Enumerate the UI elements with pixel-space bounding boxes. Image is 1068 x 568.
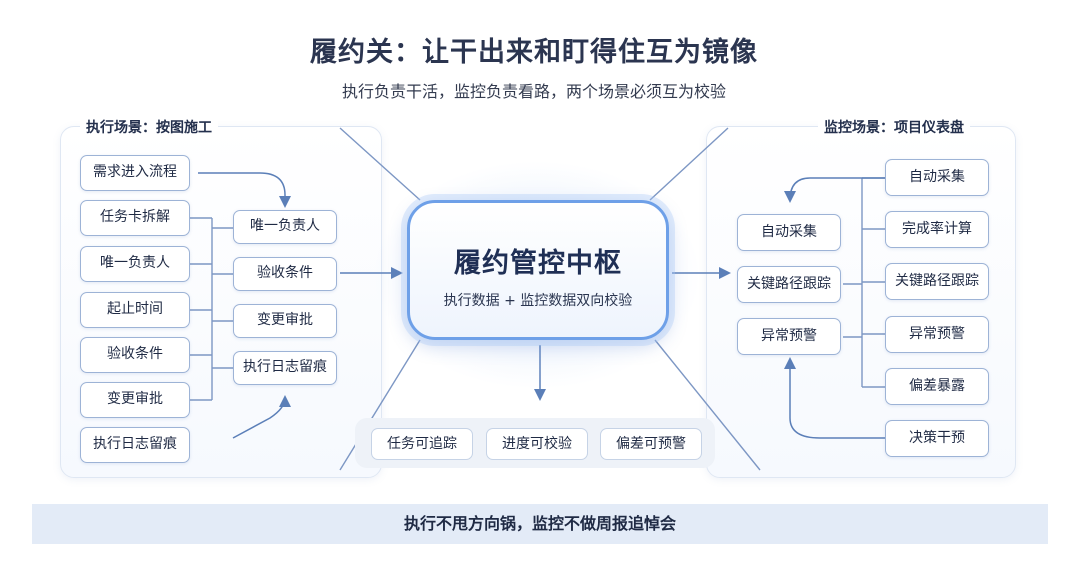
monitor-outer-collect: 自动采集: [885, 159, 989, 196]
exec-sub-acceptance: 验收条件: [233, 257, 337, 291]
exec-item-log: 执行日志留痕: [80, 427, 190, 463]
monitor-outer-critical-path: 关键路径跟踪: [885, 263, 989, 300]
hub-title: 履约管控中枢: [454, 248, 622, 279]
exec-item-intake: 需求进入流程: [80, 155, 190, 191]
outcome-verifiable: 进度可校验: [486, 428, 588, 460]
monitor-outer-completion: 完成率计算: [885, 211, 989, 248]
monitor-outer-alert: 异常预警: [885, 316, 989, 353]
control-hub: 履约管控中枢 执行数据 + 监控数据双向校验: [407, 200, 669, 340]
exec-item-owner: 唯一负责人: [80, 246, 190, 282]
exec-sub-log: 执行日志留痕: [233, 351, 337, 385]
exec-item-schedule: 起止时间: [80, 292, 190, 328]
exec-item-task-breakdown: 任务卡拆解: [80, 200, 190, 236]
exec-sub-owner: 唯一负责人: [233, 210, 337, 244]
monitor-outer-deviation: 偏差暴露: [885, 368, 989, 405]
exec-item-change-approval: 变更审批: [80, 382, 190, 418]
monitor-outer-decision: 决策干预: [885, 420, 989, 457]
page-subtitle: 执行负责干活，监控负责看路，两个场景必须互为校验: [341, 82, 726, 101]
monitoring-panel-title: 监控场景：项目仪表盘: [818, 117, 970, 137]
monitor-inner-alert: 异常预警: [737, 318, 841, 355]
monitor-inner-critical-path: 关键路径跟踪: [737, 266, 841, 303]
outcome-traceable: 任务可追踪: [371, 428, 473, 460]
exec-sub-change-approval: 变更审批: [233, 304, 337, 338]
exec-item-acceptance: 验收条件: [80, 337, 190, 373]
footer-banner: 执行不甩方向锅，监控不做周报追悼会: [32, 504, 1048, 544]
page-title: 履约关：让干出来和盯得住互为镜像: [310, 37, 758, 68]
outcome-alert: 偏差可预警: [600, 428, 702, 460]
monitor-inner-collect: 自动采集: [737, 214, 841, 251]
hub-subtitle: 执行数据 + 监控数据双向校验: [443, 293, 633, 309]
execution-panel-title: 执行场景：按图施工: [80, 117, 218, 137]
